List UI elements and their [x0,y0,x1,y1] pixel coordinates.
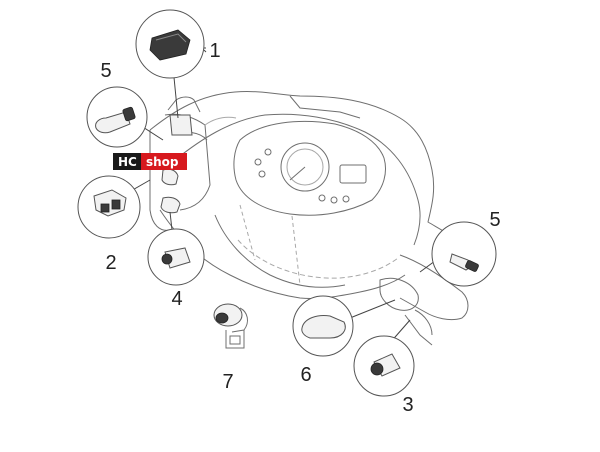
indicator-light-2 [254,158,262,166]
right-socket-arm [414,309,433,336]
callout-5a-number: 5 [100,60,111,82]
callout-6-number: 6 [300,364,311,386]
body-lower-dashed [237,239,399,279]
right-arm-outline [399,254,469,321]
speedometer-inner [286,148,324,186]
callout-5a-part [86,86,148,148]
callout-4-part [147,228,205,286]
cluster-bezel [233,120,386,216]
callout-5b-number: 5 [489,209,500,231]
callout-2-part [77,175,141,239]
indicator-light-4 [318,194,326,202]
lcd-display [339,164,367,184]
callout-4-number: 4 [171,288,182,310]
callout-7-part [213,303,248,349]
callout-2-number: 2 [105,252,116,274]
rocker-switch-icon [149,29,191,61]
center-column-left [239,204,256,261]
switch-1-mount [167,96,201,113]
dash-ridge-left [204,116,237,126]
speedometer-needle [289,166,306,181]
indicator-light-3 [258,170,266,178]
body-lower-inner [214,214,346,288]
callout-3-number: 3 [402,394,413,416]
logo-right-bg [141,153,187,170]
socket-4-mount [160,196,181,214]
lens-icon [301,315,346,339]
body-inner-top [174,113,421,246]
callout-7-number: 7 [222,371,233,393]
callout-5b-bubble [431,221,497,287]
leader-1b [203,49,207,53]
indicator-light-5 [330,196,338,204]
indicator-light-6 [342,195,350,203]
callout-3-part [353,335,415,397]
dashboard-body [149,91,471,346]
callout-1-part [135,9,206,79]
speedometer-ring [280,142,330,192]
callout-5b-part [431,221,497,287]
logo-right-text: shop [146,155,179,169]
switch-2-mount [161,168,179,186]
leader-6 [344,299,396,321]
logo-left-bg [113,153,141,170]
body-outline-top [149,91,471,251]
callout-6-part [292,295,354,357]
hc-shop-logo: HC shop [113,153,187,170]
center-column-right [291,215,301,286]
switch-1-slot [169,114,193,136]
right-switch-housing [379,277,419,311]
callout-1-number: 1 [209,40,220,62]
logo-left-text: HC [118,155,137,169]
indicator-light-1 [264,148,272,156]
right-socket-bracket [404,314,433,346]
dash-ridge [289,95,361,119]
